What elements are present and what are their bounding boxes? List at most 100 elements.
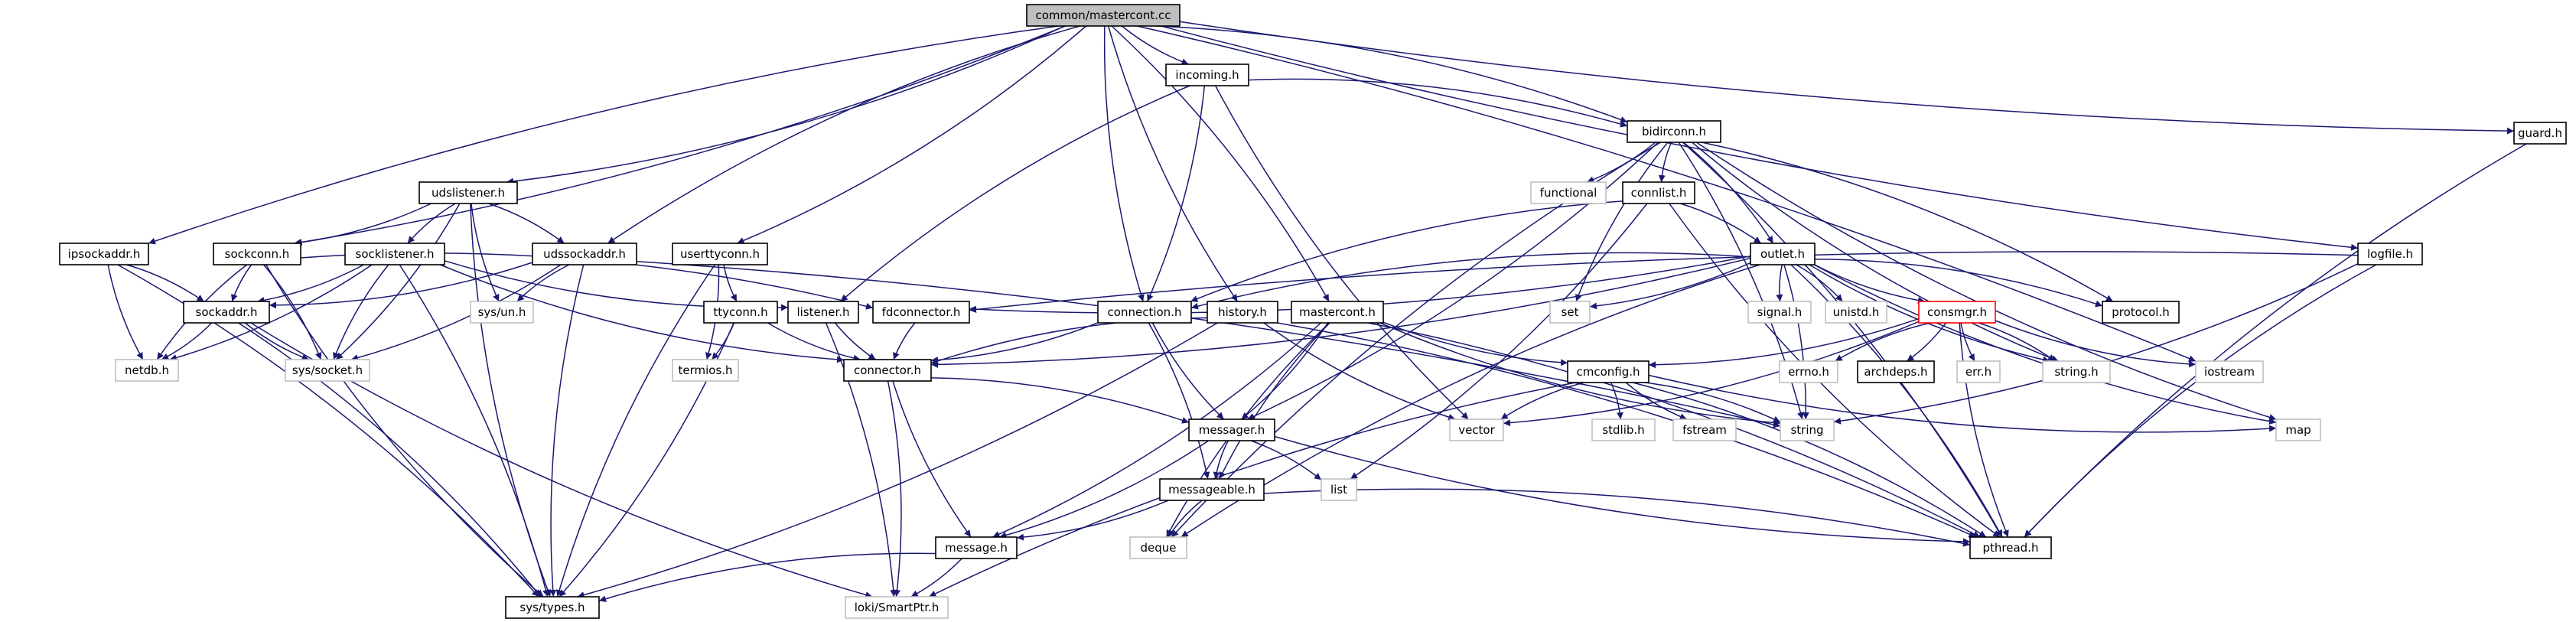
edge-udssockaddr_h-to-sys_un_h: [516, 264, 570, 302]
node-label: common/mastercont.cc: [1035, 8, 1171, 22]
node-errno-h: errno.h: [1779, 360, 1838, 383]
node-socklistener-h[interactable]: socklistener.h: [344, 243, 445, 265]
edge-bidirconn_h-to-set: [1575, 142, 1669, 302]
node-loki-smartptr-h: loki/SmartPtr.h: [845, 596, 949, 619]
node-label: sockaddr.h: [196, 305, 258, 319]
node-label: list: [1330, 483, 1347, 497]
node-label: set: [1562, 305, 1579, 319]
edge-ipsockaddr_h-to-sockaddr_h: [126, 264, 204, 302]
edge-incoming_h-to-bidirconn_h: [1248, 78, 1628, 128]
edge-mastercont_h-to-messageable_h: [1219, 322, 1330, 480]
node-history-h[interactable]: history.h: [1207, 301, 1278, 324]
node-messageable-h[interactable]: messageable.h: [1159, 478, 1265, 501]
node-label: bidirconn.h: [1642, 125, 1706, 138]
edge-consmgr_h-to-archdeps_h: [1906, 322, 1947, 362]
edge-mastercont_cc-to-ipsockaddr_h: [148, 25, 1059, 245]
node-archdeps-h[interactable]: archdeps.h: [1857, 360, 1935, 383]
node-sockaddr-h[interactable]: sockaddr.h: [183, 301, 270, 324]
edge-bidirconn_h-to-string_h: [1692, 142, 2059, 362]
node-map: map: [2275, 418, 2321, 441]
edge-mastercont_cc-to-bidirconn_h: [1155, 25, 1628, 123]
edge-userttyconn_h-to-sys_types_h: [555, 264, 716, 598]
node-sys-types-h[interactable]: sys/types.h: [505, 596, 600, 619]
node-label: deque: [1140, 541, 1176, 555]
node-label: protocol.h: [2112, 305, 2169, 319]
node-label: history.h: [1218, 305, 1267, 319]
edge-socklistener_h-to-sys_types_h: [399, 264, 549, 598]
node-sockconn-h[interactable]: sockconn.h: [213, 243, 301, 265]
edge-ttyconn_h-to-connector_h: [767, 322, 861, 362]
edge-mastercont_cc-to-sockconn_h: [295, 25, 1066, 246]
node-label: guard.h: [2518, 126, 2562, 140]
edge-sockconn_h-to-sys_types_h: [265, 264, 544, 598]
node-udslistener-h[interactable]: udslistener.h: [418, 181, 518, 204]
edge-incoming_h-to-connection_h: [1147, 85, 1206, 302]
edge-consmgr_h-to-string_h: [1978, 322, 2056, 362]
node-label: pthread.h: [1983, 541, 2039, 555]
node-message-h[interactable]: message.h: [935, 536, 1018, 559]
node-set: set: [1549, 301, 1591, 324]
edge-mastercont_cc-to-udssockaddr_h: [607, 25, 1080, 244]
edge-socklistener_h-to-sockaddr_h: [257, 264, 364, 304]
node-bidirconn-h[interactable]: bidirconn.h: [1627, 120, 1721, 143]
node-guard-h[interactable]: guard.h: [2513, 122, 2567, 145]
node-connector-h[interactable]: connector.h: [843, 359, 932, 382]
edge-message_h-to-loki_smartptr_h: [910, 558, 962, 598]
node-ttyconn-h[interactable]: ttyconn.h: [703, 301, 778, 324]
node-label: connlist.h: [1631, 186, 1687, 200]
node-label: cmconfig.h: [1576, 365, 1640, 379]
edge-messageable_h-to-pthread_h: [1263, 488, 1971, 547]
edge-udssockaddr_h-to-sockaddr_h: [269, 262, 533, 309]
node-label: errno.h: [1788, 365, 1829, 379]
node-mastercont-cc[interactable]: common/mastercont.cc: [1026, 4, 1181, 27]
node-pthread-h[interactable]: pthread.h: [1969, 536, 2052, 559]
node-listener-h[interactable]: listener.h: [787, 301, 859, 324]
edge-udssockaddr_h-to-sys_socket_h: [350, 264, 562, 361]
node-label: functional: [1540, 186, 1597, 200]
edge-listener_h-to-connector_h: [834, 322, 876, 360]
node-fdconnector-h[interactable]: fdconnector.h: [872, 301, 970, 324]
node-label: logfile.h: [2367, 247, 2413, 261]
edge-outlet_h-to-pthread_h: [1790, 264, 2003, 538]
node-consmgr-h[interactable]: consmgr.h: [1918, 301, 1996, 324]
node-netdb-h: netdb.h: [115, 359, 179, 382]
node-cmconfig-h[interactable]: cmconfig.h: [1567, 360, 1649, 383]
node-fstream: fstream: [1672, 418, 1737, 441]
edge-consmgr_h-to-errno_h: [1835, 322, 1931, 362]
node-label: incoming.h: [1175, 68, 1239, 82]
edge-messager_h-to-list: [1250, 440, 1322, 480]
edge-sockaddr_h-to-netdb_h: [161, 322, 213, 360]
edge-outlet_h-to-protocol_h: [1814, 259, 2103, 308]
edge-connlist_h-to-outlet_h: [1680, 203, 1762, 244]
edge-udslistener_h-to-sockconn_h: [294, 203, 432, 246]
edge-mastercont_cc-to-udslistener_h: [506, 25, 1066, 185]
node-connlist-h[interactable]: connlist.h: [1622, 181, 1695, 204]
node-connection-h[interactable]: connection.h: [1097, 301, 1192, 324]
edge-cmconfig_h-to-fstream: [1625, 382, 1688, 420]
node-label: sys/un.h: [478, 305, 526, 319]
edge-messager_h-to-pthread_h: [1274, 435, 1971, 545]
node-label: netdb.h: [125, 363, 169, 377]
edge-cmconfig_h-to-stdlib_h: [1610, 382, 1623, 420]
node-label: listener.h: [796, 305, 849, 319]
edge-mastercont_cc-to-incoming_h: [1121, 25, 1189, 66]
node-ipsockaddr-h[interactable]: ipsockaddr.h: [59, 243, 149, 265]
node-label: stdlib.h: [1602, 423, 1644, 437]
node-logfile-h[interactable]: logfile.h: [2357, 243, 2423, 265]
node-label: userttyconn.h: [680, 247, 760, 261]
node-protocol-h[interactable]: protocol.h: [2102, 301, 2180, 324]
node-mastercont-h[interactable]: mastercont.h: [1291, 301, 1384, 324]
edge-connector_h-to-messager_h: [930, 377, 1190, 424]
node-messager-h[interactable]: messager.h: [1188, 418, 1275, 441]
node-unistd-h: unistd.h: [1825, 301, 1887, 324]
node-udssockaddr-h[interactable]: udssockaddr.h: [532, 243, 637, 265]
edge-cmconfig_h-to-vector: [1500, 382, 1584, 420]
edge-outlet_h-to-signal_h: [1776, 264, 1783, 302]
node-label: udssockaddr.h: [543, 247, 626, 261]
edge-incoming_h-to-vector: [1214, 85, 1469, 420]
node-outlet-h[interactable]: outlet.h: [1750, 243, 1816, 265]
edge-cmconfig_h-to-string: [1644, 382, 1781, 423]
node-incoming-h[interactable]: incoming.h: [1165, 64, 1249, 86]
node-userttyconn-h[interactable]: userttyconn.h: [672, 243, 768, 265]
node-label: signal.h: [1757, 305, 1803, 319]
